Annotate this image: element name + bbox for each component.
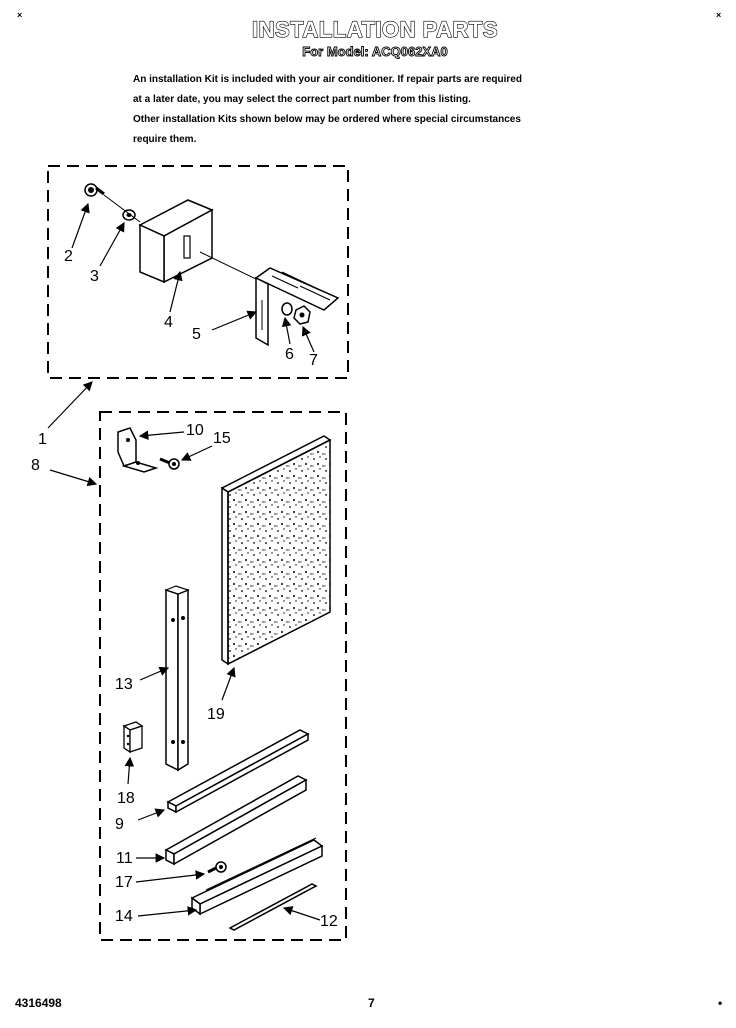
callout-3: 3 <box>90 268 99 285</box>
part-5-bracket <box>254 267 340 347</box>
callout-12: 12 <box>320 913 338 930</box>
kit-8-box <box>99 411 347 941</box>
callout-4: 4 <box>164 314 173 331</box>
part-17-screw <box>207 861 227 874</box>
corner-mark-bottom: • <box>718 996 723 1010</box>
part-19-foam-panel <box>220 435 332 666</box>
corner-mark-right: × <box>716 10 722 20</box>
part-7-nut <box>293 305 311 325</box>
callout-17: 17 <box>115 874 133 891</box>
intro-line-3: Other installation Kits shown below may … <box>133 114 521 125</box>
part-11-foam-strip <box>164 775 308 866</box>
page-number: 7 <box>368 996 375 1010</box>
intro-line-4: require them. <box>133 134 197 145</box>
kit-1-box <box>47 165 349 379</box>
part-9-strip <box>166 729 310 814</box>
callout-15: 15 <box>213 430 231 447</box>
part-12-strip <box>228 883 318 931</box>
callout-2: 2 <box>64 248 73 265</box>
model-subtitle: For Model: ACQ062XA0 <box>302 44 448 60</box>
corner-mark-left: × <box>17 10 23 20</box>
part-14-sill-channel <box>190 837 324 916</box>
intro-text: An installation Kit is included with you… <box>133 70 633 150</box>
callout-13: 13 <box>115 676 133 693</box>
part-2-screw <box>84 183 105 197</box>
document-number: 4316498 <box>15 996 62 1010</box>
callout-19: 19 <box>207 706 225 723</box>
part-6-washer <box>281 302 293 316</box>
callout-9: 9 <box>115 816 124 833</box>
intro-line-1: An installation Kit is included with you… <box>133 74 522 85</box>
part-13-angle-strip <box>164 585 190 772</box>
part-10-bracket <box>117 427 159 473</box>
callout-5: 5 <box>192 326 201 343</box>
callout-11: 11 <box>116 850 133 867</box>
part-18-block <box>122 721 144 754</box>
intro-line-2: at a later date, you may select the corr… <box>133 94 471 105</box>
part-3-washer <box>122 209 136 221</box>
callout-1: 1 <box>38 431 47 448</box>
page-title: INSTALLATION PARTS <box>251 16 499 42</box>
part-15-screw <box>159 457 180 470</box>
callout-18: 18 <box>117 790 135 807</box>
callout-7: 7 <box>309 352 318 369</box>
part-4-block <box>138 199 214 284</box>
callout-10: 10 <box>186 422 204 439</box>
callout-6: 6 <box>285 346 294 363</box>
callout-14: 14 <box>115 908 133 925</box>
callout-8: 8 <box>31 457 40 474</box>
